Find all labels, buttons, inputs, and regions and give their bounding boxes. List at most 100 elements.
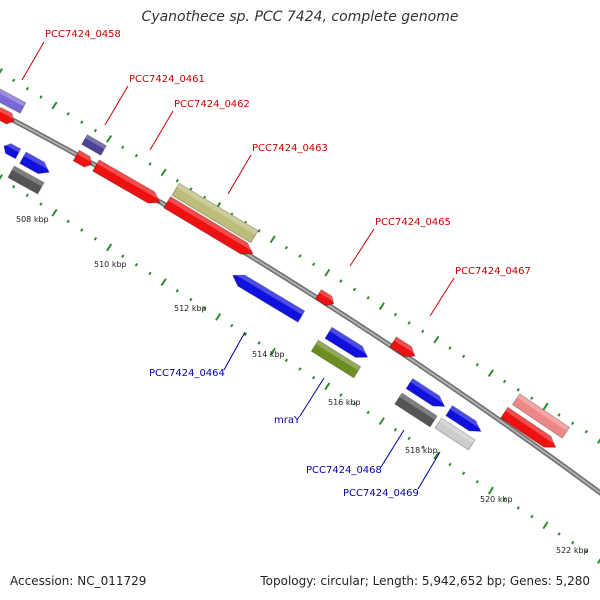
tick-dot (0, 68, 4, 76)
tick-dot (189, 297, 193, 302)
tick-dot (352, 401, 357, 406)
tick-label: 512 kbp (174, 304, 207, 313)
gene-0458 (0, 86, 27, 114)
tick-dot (584, 429, 589, 434)
tick-dot (230, 323, 234, 328)
tick-dot (106, 243, 113, 252)
tick-dot (487, 486, 494, 495)
gene-0466 (389, 336, 416, 358)
gene-label: PCC7424_0469 (343, 488, 419, 499)
tick-dot (557, 413, 561, 417)
tick-dot (298, 254, 302, 258)
gene-label: PCC7424_0465 (375, 217, 451, 228)
gene-rev-1 (3, 143, 22, 160)
tick-dot (366, 410, 370, 415)
leader-line (429, 277, 455, 317)
tick-dot (51, 208, 58, 217)
tick-label: 518 kbp (405, 446, 438, 455)
leader-line (417, 451, 441, 490)
tick-dot (66, 112, 70, 116)
gene-label: PCC7424_0461 (129, 74, 205, 85)
gene-label: PCC7424_0468 (306, 465, 382, 476)
tick-dot (407, 321, 411, 325)
tick-dot (243, 332, 248, 337)
gene-label: PCC7424_0467 (455, 266, 531, 277)
tick-label: 522 kbp (556, 546, 589, 555)
tick-dot (134, 153, 139, 158)
tick-dot (39, 202, 43, 206)
tick-dot (160, 168, 167, 177)
gene-label: mraY (274, 415, 301, 426)
tick-dot (378, 417, 385, 425)
gene-mraY-adj (324, 326, 369, 358)
gene-0462 (92, 159, 162, 204)
genome-backbone (0, 110, 600, 496)
tick-dot (257, 229, 261, 233)
topology-summary-text: Topology: circular; Length: 5,942,652 bp… (260, 574, 590, 588)
leader-line (104, 85, 129, 126)
tick-dot (93, 128, 98, 133)
tick-dot (175, 178, 179, 183)
tick-label: 508 kbp (16, 215, 49, 224)
leader-line (21, 41, 45, 81)
tick-label: 516 kbp (328, 398, 361, 407)
tick-dot (433, 451, 440, 460)
gene-0460 (72, 149, 93, 168)
tick-dot (66, 219, 70, 224)
tick-dot (378, 302, 385, 311)
tick-dot (542, 521, 549, 530)
leader-line (299, 377, 325, 417)
tick-dot (339, 279, 343, 283)
gene-features (0, 86, 571, 451)
tick-dot (11, 78, 16, 83)
tick-dot (284, 358, 289, 363)
tick-dot (25, 86, 29, 91)
tick-label: 514 kbp (252, 350, 285, 359)
gene-0461 (81, 134, 107, 156)
tick-label: 510 kbp (94, 260, 127, 269)
tick-dot (298, 367, 302, 371)
gene-0463 (171, 182, 259, 244)
gene-0467 (499, 406, 557, 448)
tick-label: 520 kbp (480, 495, 513, 504)
gene-label: PCC7424_0458 (45, 29, 121, 40)
tick-dot (461, 354, 466, 359)
tick-dot (51, 101, 58, 110)
gene-label: PCC7424_0462 (174, 99, 250, 110)
tick-dot (352, 287, 357, 292)
tick-dot (530, 514, 534, 519)
gene-0467a (511, 393, 571, 439)
tick-dot (516, 388, 520, 392)
tick-dot (284, 245, 289, 250)
gene-0463b (163, 195, 254, 255)
tick-dot (215, 313, 222, 321)
tick-dot (11, 184, 16, 189)
gene-mraY (310, 339, 362, 379)
tick-dot (487, 369, 494, 377)
tick-dot (106, 135, 113, 143)
tick-dot (448, 346, 452, 350)
tick-dot (160, 278, 167, 287)
tick-dot (542, 402, 549, 411)
leader-line (223, 331, 246, 371)
tick-dot (475, 362, 479, 367)
gene-0468b (405, 377, 446, 407)
gene-0459 (0, 106, 15, 125)
tick-dot (324, 382, 331, 391)
tick-dot (324, 268, 331, 277)
gene-rev-3 (7, 165, 45, 195)
gene-label: PCC7424_0464 (149, 368, 225, 379)
tick-dot (80, 228, 84, 232)
tick-dot (134, 263, 139, 267)
gene-rev-2 (19, 151, 51, 175)
tick-dot (339, 393, 343, 397)
tick-dot (571, 421, 575, 426)
accession-text: Accession: NC_011729 (10, 574, 147, 588)
leader-line (227, 154, 252, 195)
leader-line (149, 110, 174, 151)
leader-line (380, 429, 405, 468)
tick-dot (461, 471, 466, 475)
tick-dot (175, 289, 179, 293)
